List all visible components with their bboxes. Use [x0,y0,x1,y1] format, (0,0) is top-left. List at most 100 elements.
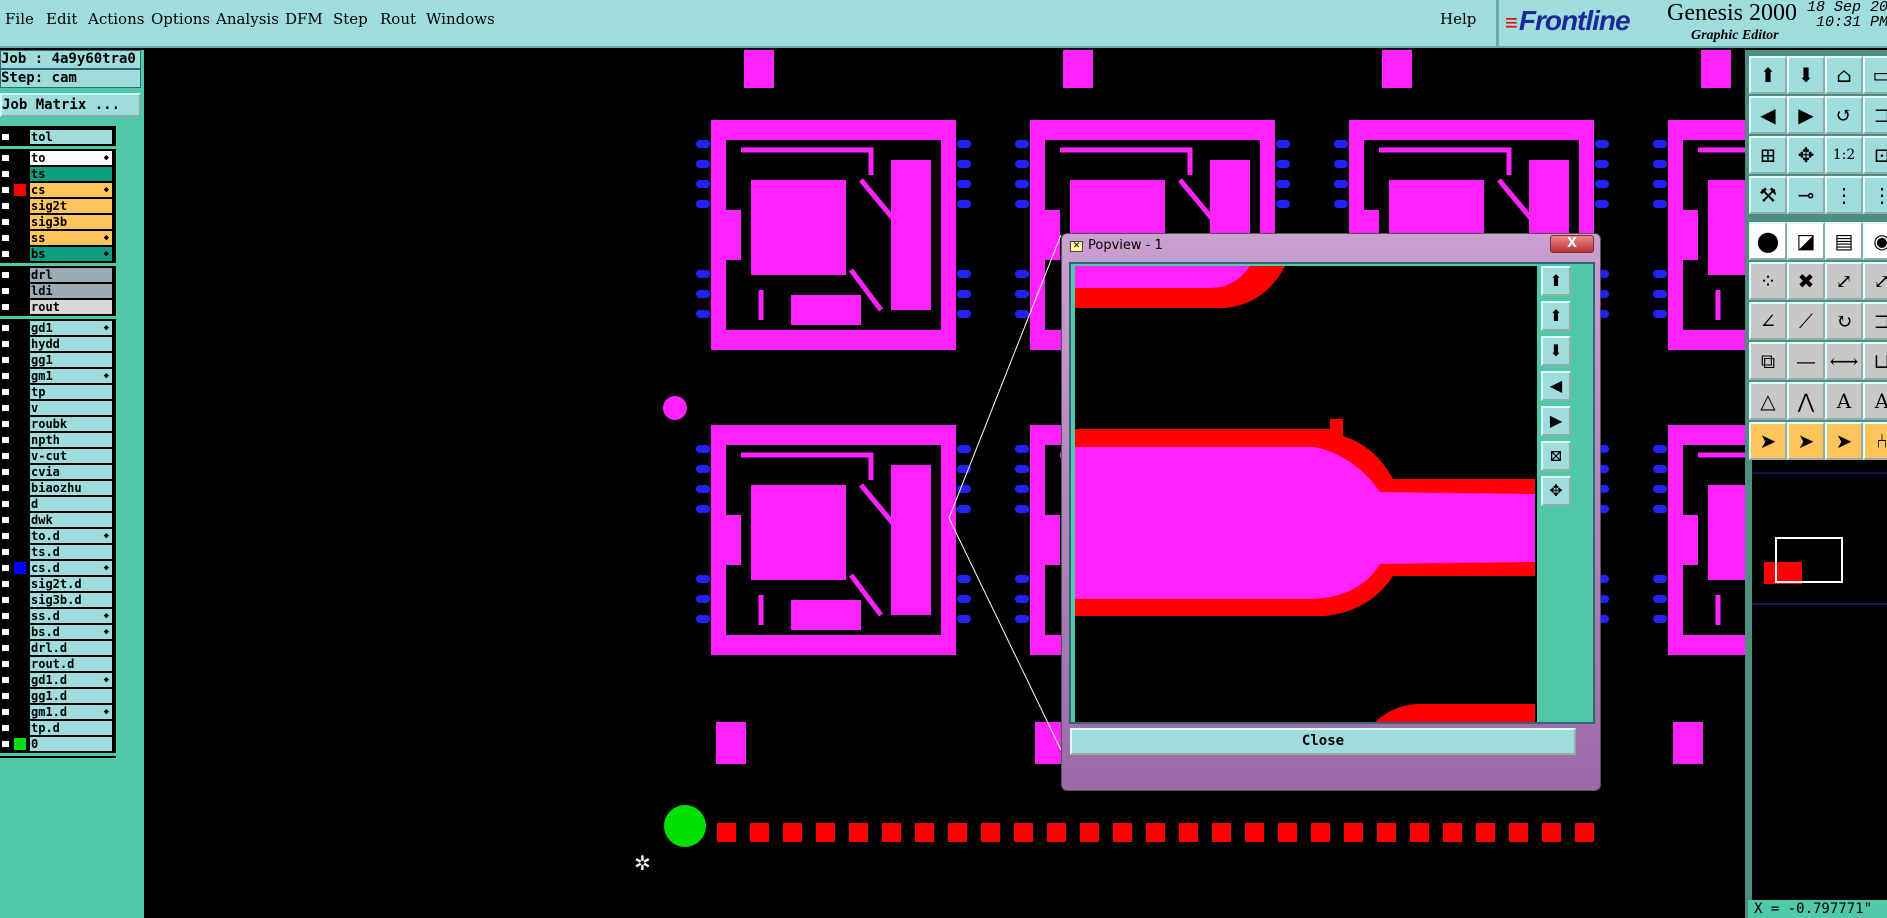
layer-checkbox[interactable] [0,531,11,541]
undo-view-icon[interactable]: ↺ [1825,96,1863,134]
layer-name[interactable]: tp [30,385,112,399]
layer-name[interactable]: gm1.d◆ [30,705,112,719]
layer-up-icon[interactable]: ⬆ [1541,301,1571,331]
layer-name[interactable]: sig3b [30,215,112,229]
layer-row[interactable]: gm1◆ [0,368,116,384]
layer-checkbox[interactable] [0,217,11,227]
delete-point-icon[interactable]: ✖ [1787,262,1825,300]
layer-name[interactable]: sig2t [30,199,112,213]
layer-name[interactable]: gg1 [30,353,112,367]
layer-name[interactable]: bs◆ [30,247,112,261]
move-icon[interactable]: ⤢ [1863,262,1887,300]
select-poly-icon[interactable]: ➤ [1825,422,1863,460]
layer-row[interactable]: v-cut [0,448,116,464]
layer-checkbox[interactable] [0,515,11,525]
layer-checkbox[interactable] [0,169,11,179]
menu-windows[interactable]: Windows [426,10,495,28]
layer-name[interactable]: sig2t.d [30,577,112,591]
arc-icon[interactable]: A [1825,382,1863,420]
layer-name[interactable]: d [30,497,112,511]
layer-checkbox[interactable] [0,270,11,280]
view-rectangle[interactable] [1775,537,1843,583]
layer-checkbox[interactable] [0,707,11,717]
layer-name[interactable]: cs.d◆ [30,561,112,575]
layer-checkbox[interactable] [0,302,11,312]
arc-up-icon[interactable]: ⋀ [1787,382,1825,420]
layer-checkbox[interactable] [0,451,11,461]
layer-checkbox[interactable] [0,643,11,653]
layer-checkbox[interactable] [0,403,11,413]
zoom-box-icon[interactable]: ⊐ [1863,96,1887,134]
layer-name[interactable]: cvia [30,465,112,479]
layer-row[interactable]: tp [0,384,116,400]
zoom-out-icon[interactable]: ⊠ [1541,441,1571,471]
layer-name[interactable]: ts [30,167,112,181]
layer-row[interactable]: 0 [0,736,116,752]
layer-row[interactable]: gm1.d◆ [0,704,116,720]
layer-name[interactable]: sig3b.d [30,593,112,607]
layer-row[interactable]: roubk [0,416,116,432]
layer-row[interactable]: hydd [0,336,116,352]
layer-row[interactable]: v [0,400,116,416]
overview-map[interactable] [1750,460,1887,900]
menu-actions[interactable]: Actions [88,10,145,28]
layer-row[interactable]: tol [0,129,116,145]
layer-name[interactable]: drl.d [30,641,112,655]
layer-row[interactable]: cvia [0,464,116,480]
pan-right-icon[interactable]: ▶ [1787,96,1825,134]
layer-row[interactable]: cs◆ [0,182,116,198]
layer-row[interactable]: to.d◆ [0,528,116,544]
layer-row[interactable]: bs.d◆ [0,624,116,640]
layer-checkbox[interactable] [0,249,11,259]
layer-name[interactable]: gd1.d◆ [30,673,112,687]
connect-icon[interactable]: ⁘ [1749,262,1787,300]
ruler-icon[interactable]: ▤ [1825,222,1863,260]
layer-row[interactable]: gd1.d◆ [0,672,116,688]
layer-row[interactable]: dwk [0,512,116,528]
layer-name[interactable]: rout.d [30,657,112,671]
layer-name[interactable]: ts.d [30,545,112,559]
layer-checkbox[interactable] [0,339,11,349]
layer-name[interactable]: gd1◆ [30,321,112,335]
layer-name[interactable]: gm1◆ [30,369,112,383]
layer-checkbox[interactable] [0,691,11,701]
layer-row[interactable]: gg1 [0,352,116,368]
segment-icon[interactable]: — [1787,342,1825,380]
layer-checkbox[interactable] [0,371,11,381]
menu-options[interactable]: Options [151,10,211,28]
menu-file[interactable]: File [5,10,34,28]
layer-row[interactable]: ss◆ [0,230,116,246]
layer-checkbox[interactable] [0,132,11,142]
layer-down-icon[interactable]: ⬇ [1541,336,1571,366]
layer-checkbox[interactable] [0,185,11,195]
layer-checkbox[interactable] [0,723,11,733]
layer-name[interactable]: hydd [30,337,112,351]
layer-name[interactable]: drl [30,268,112,282]
zoom-fit-icon[interactable]: ✥ [1541,476,1571,506]
menu-edit[interactable]: Edit [46,10,78,28]
layer-row[interactable]: ldi [0,283,116,299]
layer-checkbox[interactable] [0,233,11,243]
layer-row[interactable]: gd1◆ [0,320,116,336]
layer-row[interactable]: ss.d◆ [0,608,116,624]
layer-down-icon[interactable]: ⬇ [1787,56,1825,94]
layer-row[interactable]: d [0,496,116,512]
layer-checkbox[interactable] [0,153,11,163]
layer-name[interactable]: cs◆ [30,183,112,197]
layer-up-icon[interactable]: ⬆ [1541,266,1571,296]
layer-name[interactable]: 0 [30,737,112,751]
layer-row[interactable]: sig2t [0,198,116,214]
popview-canvas[interactable] [1075,266,1537,722]
scale-icon[interactable]: 1:2 [1825,136,1863,174]
layer-checkbox[interactable] [0,499,11,509]
flip-icon[interactable]: ⊐ [1863,302,1887,340]
layer-checkbox[interactable] [0,579,11,589]
layer-name[interactable]: ss◆ [30,231,112,245]
snap-icon[interactable]: ⊸ [1787,176,1825,214]
menu-rout[interactable]: Rout [380,10,417,28]
select-box-icon[interactable]: ➤ [1787,422,1825,460]
layer-checkbox[interactable] [0,435,11,445]
pan-right-icon[interactable]: ▶ [1541,406,1571,436]
menu-help[interactable]: Help [1440,10,1477,28]
layer-row[interactable]: rout.d [0,656,116,672]
